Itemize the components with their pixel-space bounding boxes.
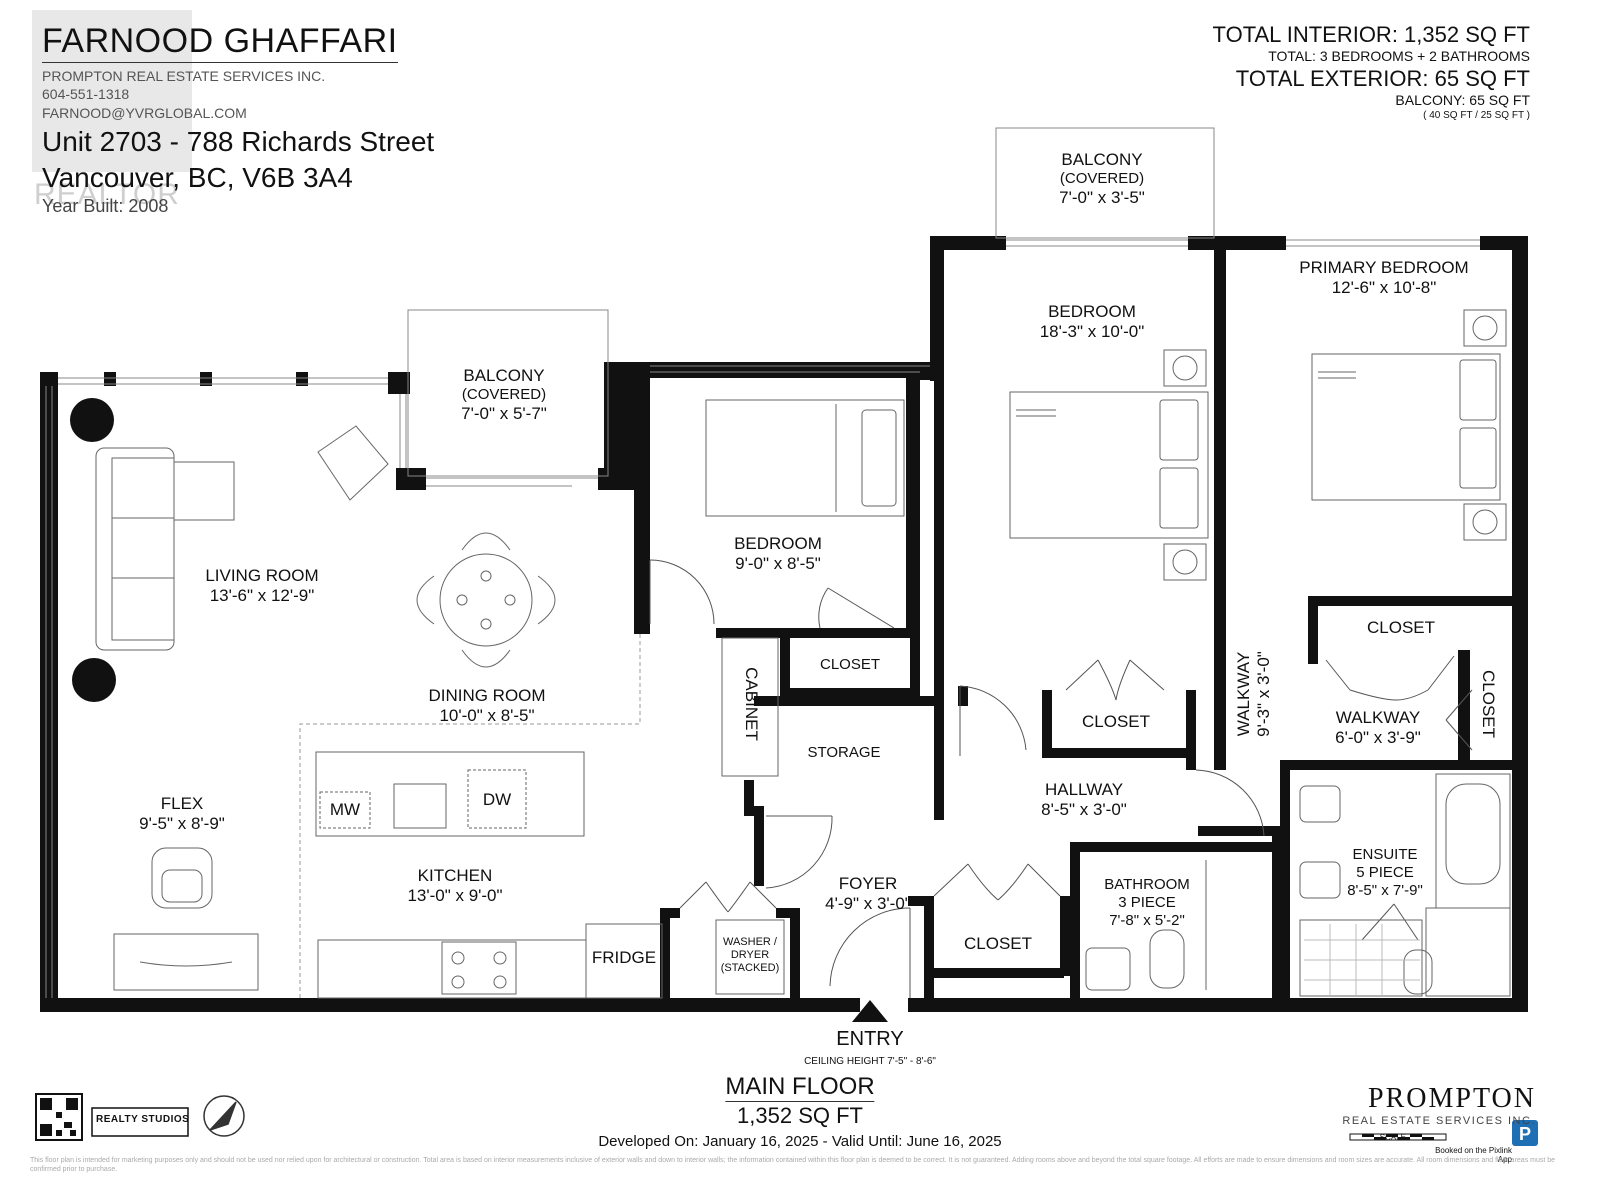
zone-boundaries [299,634,641,998]
prompton-brand: PROMPTON [1368,1083,1536,1114]
floor-name: MAIN FLOOR [725,1073,875,1102]
columns [70,398,116,702]
closet-bedroom-small: CLOSET [819,656,881,673]
microwave-label: MW [329,800,361,819]
storage-label: STORAGE [807,744,881,761]
balcony-total: BALCONY: 65 SQ FT [1395,92,1530,108]
total-interior: TOTAL INTERIOR: 1,352 SQ FT [1212,22,1530,47]
window-posts [40,362,826,788]
svg-text:P: P [1519,1124,1531,1144]
agent-phone: 604-551-1318 [42,86,130,102]
room-kitchen: KITCHEN 13'-0" x 9'-0" [407,866,503,905]
door-swings [649,559,1473,998]
total-rooms: TOTAL: 3 BEDROOMS + 2 BATHROOMS [1268,48,1530,64]
room-walkway-primary: WALKWAY 6'-0" x 3'-9" [1335,708,1421,747]
compass-icon [203,1095,245,1137]
room-foyer: FOYER 4'-9" x 3'-0" [825,874,911,913]
room-ensuite: ENSUITE 5 PIECE 8'-5" x 7'-9" [1347,846,1423,899]
pixlink-icon: P [1512,1120,1538,1146]
realtor-logo-watermark [32,10,192,172]
room-flex: FLEX 9'-5" x 8'-9" [139,794,225,833]
fridge-label: FRIDGE [591,948,657,967]
room-dining-room: DINING ROOM 10'-0" x 8'-5" [428,686,546,725]
entry-label: ENTRY [836,1028,904,1050]
room-bedroom-small: BEDROOM 9'-0" x 8'-5" [734,534,822,573]
total-exterior: TOTAL EXTERIOR: 65 SQ FT [1235,66,1530,91]
washer-dryer-label: WASHER / DRYER (STACKED) [720,936,780,974]
room-hallway: HALLWAY 8'-5" x 3'-0" [1041,780,1127,819]
year-built: Year Built: 2008 [42,196,169,216]
agent-name: FARNOOD GHAFFARI [42,22,398,63]
room-primary-bedroom: PRIMARY BEDROOM 12'-6" x 10'-8" [1299,258,1469,297]
dishwasher-label: DW [482,790,512,809]
room-walkway-vertical: WALKWAY 9'-3" x 3'-0" [1234,651,1273,737]
balcony-split: ( 40 SQ FT / 25 SQ FT ) [1423,110,1530,121]
closet-foyer: CLOSET [963,934,1033,953]
realtor-watermark-text: REALTOR [34,178,180,211]
qr-code [35,1093,83,1141]
exterior-walls [40,236,1528,1012]
fine-print: This floor plan is intended for marketin… [30,1157,1556,1173]
room-balcony-right: BALCONY (COVERED) 7'-0" x 3'-5" [1059,150,1145,207]
furniture [95,309,1511,999]
floor-area: 1,352 SQ FT [737,1103,863,1128]
room-bathroom: BATHROOM 3 PIECE 7'-8" x 5'-2" [1104,876,1190,929]
realty-studios-logo [91,1107,189,1137]
closet-primary: CLOSET [1366,618,1436,637]
entry-arrow [852,1000,888,1022]
closet-primary-side: CLOSET [1479,669,1498,739]
agent-email: FARNOOD@YVRGLOBAL.COM [42,105,247,121]
developed-date: Developed On: January 16, 2025 - Valid U… [598,1133,1002,1150]
pixlink-booked: Booked on the Pixlink App [1435,1146,1512,1164]
scale-bar [1349,1133,1447,1141]
scale-label: SCALE [1379,1133,1406,1142]
realty-studios-text: REALTY STUDIOS [96,1114,190,1125]
room-living-room: LIVING ROOM 13'-6" x 12'-9" [205,566,319,605]
address-line-2: Vancouver, BC, V6B 3A4 [42,162,353,193]
room-balcony-left: BALCONY (COVERED) 7'-0" x 5'-7" [461,366,547,423]
agent-company: PROMPTON REAL ESTATE SERVICES INC. [42,68,326,84]
address-line-1: Unit 2703 - 788 Richards Street [42,126,435,157]
tile-grid [1304,924,1420,996]
window-lines [45,127,1480,998]
closet-bedroom-mid: CLOSET [1081,712,1151,731]
interior-walls [660,250,1520,1000]
cabinet-label: CABINET [742,667,761,741]
prompton-sub: REAL ESTATE SERVICES INC. [1342,1115,1536,1127]
ceiling-height: CEILING HEIGHT 7'-5" - 8'-6" [804,1056,936,1067]
room-bedroom-mid: BEDROOM 18'-3" x 10'-0" [1039,302,1145,341]
